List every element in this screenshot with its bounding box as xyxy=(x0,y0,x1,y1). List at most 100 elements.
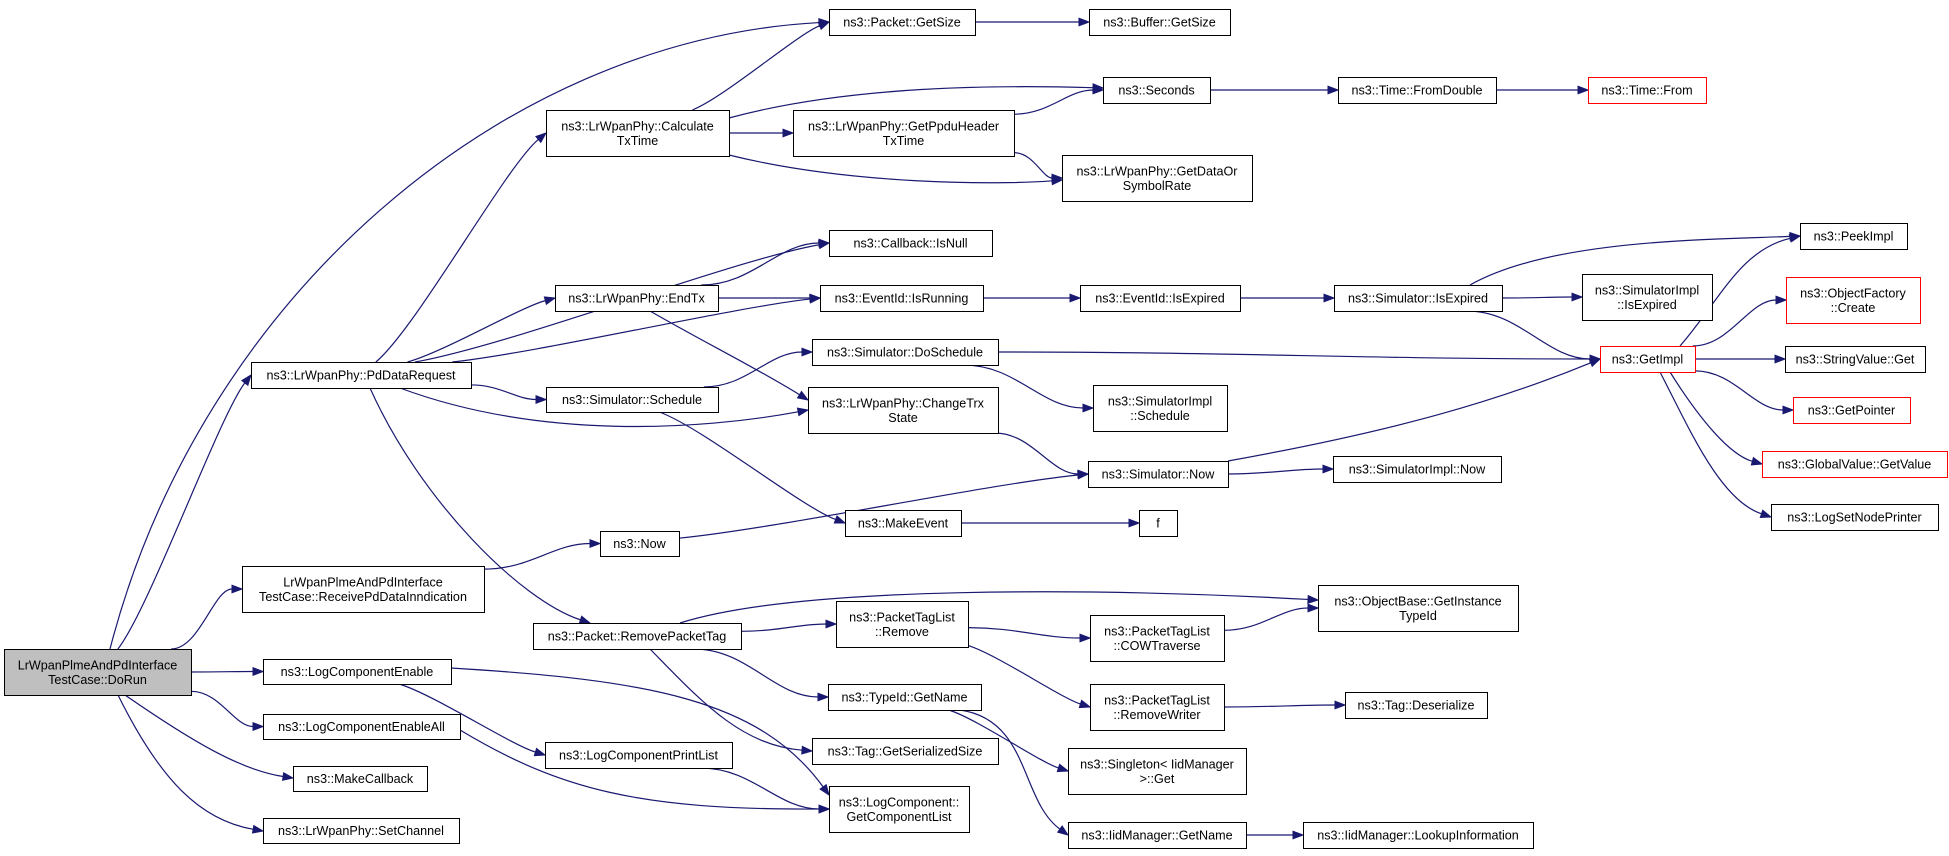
node-simImplNow[interactable]: ns3::SimulatorImpl::Now xyxy=(1333,456,1502,483)
node-now[interactable]: ns3::Now xyxy=(600,531,680,557)
node-peekImpl[interactable]: ns3::PeekImpl xyxy=(1800,223,1908,250)
node-typeGetName[interactable]: ns3::TypeId::GetName xyxy=(828,684,982,711)
node-isRunning[interactable]: ns3::EventId::IsRunning xyxy=(820,285,984,312)
node-makeCallback[interactable]: ns3::MakeCallback xyxy=(293,766,428,792)
edge-arrowhead xyxy=(825,619,838,629)
node-label: State xyxy=(888,411,917,425)
node-label: ns3::LogComponentEnable xyxy=(281,665,434,679)
edge-dorun-to-pdDataRequest xyxy=(117,373,252,650)
node-box xyxy=(829,230,993,257)
node-singletonGet[interactable]: ns3::Singleton< IidManager>::Get xyxy=(1068,748,1247,795)
node-cbIsNull[interactable]: ns3::Callback::IsNull xyxy=(829,230,993,257)
node-label: ns3::LogSetNodePrinter xyxy=(1787,511,1921,525)
node-getCompList[interactable]: ns3::LogComponent::GetComponentList xyxy=(829,786,970,833)
node-label: TestCase::ReceivePdDataInndication xyxy=(259,590,467,604)
node-box xyxy=(263,818,460,844)
node-strValGet[interactable]: ns3::StringValue::Get xyxy=(1785,346,1926,373)
node-label: ns3::PacketTagList xyxy=(1104,624,1210,638)
edge-dorun-to-logEnable xyxy=(190,666,265,677)
node-label: TxTime xyxy=(883,134,925,148)
node-label: ::IsExpired xyxy=(1617,298,1677,312)
node-box xyxy=(263,714,461,740)
edge-calcTxTime-to-getDataOr xyxy=(728,154,1064,186)
node-setChannel[interactable]: ns3::LrWpanPhy::SetChannel xyxy=(263,818,460,844)
node-globalGetValue[interactable]: ns3::GlobalValue::GetValue xyxy=(1762,451,1948,478)
edge-line xyxy=(678,474,1079,539)
edge-typeGetName-to-iidGetName xyxy=(959,709,1070,836)
node-getImpl[interactable]: ns3::GetImpl xyxy=(1600,346,1696,373)
node-box xyxy=(808,387,999,434)
node-doSchedule[interactable]: ns3::Simulator::DoSchedule xyxy=(812,339,999,366)
edge-line xyxy=(1694,370,1784,411)
node-label: ns3::Packet::GetSize xyxy=(843,16,961,30)
edge-removeTag-to-ptlRemove xyxy=(740,619,838,632)
node-label: ns3::LrWpanPhy::GetPpduHeader xyxy=(808,119,999,133)
node-logSetNodePrinter[interactable]: ns3::LogSetNodePrinter xyxy=(1771,504,1939,531)
edge-line xyxy=(1469,235,1791,286)
node-box xyxy=(1588,77,1707,104)
edge-line xyxy=(649,648,803,751)
node-simIsExpired[interactable]: ns3::Simulator::IsExpired xyxy=(1334,285,1503,312)
node-endTx[interactable]: ns3::LrWpanPhy::EndTx xyxy=(555,285,719,312)
node-box xyxy=(1582,274,1713,321)
edge-arrowhead xyxy=(1069,293,1082,303)
node-ptlRemove[interactable]: ns3::PacketTagList::Remove xyxy=(836,601,969,648)
node-label: ns3::EventId::IsExpired xyxy=(1095,292,1225,306)
edge-removeTag-to-typeGetName xyxy=(694,648,830,702)
node-removeWriter[interactable]: ns3::PacketTagList::RemoveWriter xyxy=(1090,684,1225,731)
node-fromDouble[interactable]: ns3::Time::FromDouble xyxy=(1338,77,1497,104)
node-cowTraverse[interactable]: ns3::PacketTagList::COWTraverse xyxy=(1090,615,1225,662)
node-simImplIsExpired[interactable]: ns3::SimulatorImpl::IsExpired xyxy=(1582,274,1713,321)
edge-doSchedule-to-simImplSchedule xyxy=(964,364,1095,413)
node-box xyxy=(1093,385,1228,432)
node-pdDataRequest[interactable]: ns3::LrWpanPhy::PdDataRequest xyxy=(251,362,472,389)
node-seconds[interactable]: ns3::Seconds xyxy=(1103,77,1211,104)
node-box xyxy=(1785,346,1926,373)
edge-arrowhead xyxy=(1092,85,1105,95)
node-simNow[interactable]: ns3::Simulator::Now xyxy=(1088,461,1229,488)
edge-arrowhead xyxy=(578,615,592,625)
node-label: GetComponentList xyxy=(846,810,952,824)
node-lookupInfo[interactable]: ns3::IidManager::LookupInformation xyxy=(1303,822,1534,849)
edge-line xyxy=(190,670,254,673)
node-logEnable[interactable]: ns3::LogComponentEnable xyxy=(263,659,452,685)
edge-arrowhead xyxy=(589,538,602,549)
node-pktGetSize[interactable]: ns3::Packet::GetSize xyxy=(829,9,976,36)
node-schedule[interactable]: ns3::Simulator::Schedule xyxy=(546,387,719,413)
node-box xyxy=(1080,285,1241,312)
node-tagDeserialize[interactable]: ns3::Tag::Deserialize xyxy=(1345,692,1488,719)
edge-arrowhead xyxy=(818,804,831,814)
node-logPrintList[interactable]: ns3::LogComponentPrintList xyxy=(545,742,733,769)
node-removeTag[interactable]: ns3::Packet::RemovePacketTag xyxy=(533,623,742,650)
node-logEnableAll[interactable]: ns3::LogComponentEnableAll xyxy=(263,714,461,740)
node-tagGetSerSize[interactable]: ns3::Tag::GetSerializedSize xyxy=(812,738,999,765)
edge-line xyxy=(375,138,539,363)
node-makeEvent[interactable]: ns3::MakeEvent xyxy=(845,510,962,537)
node-eventIsExpired[interactable]: ns3::EventId::IsExpired xyxy=(1080,285,1241,312)
node-label: ns3::PeekImpl xyxy=(1814,230,1894,244)
edge-arrowhead xyxy=(252,666,265,677)
node-label: LrWpanPlmeAndPdInterface xyxy=(283,575,443,589)
node-iidGetName[interactable]: ns3::IidManager::GetName xyxy=(1068,822,1247,849)
node-receivePd[interactable]: LrWpanPlmeAndPdInterfaceTestCase::Receiv… xyxy=(242,566,485,613)
node-objFactCreate[interactable]: ns3::ObjectFactory::Create xyxy=(1786,277,1921,324)
node-simImplSchedule[interactable]: ns3::SimulatorImpl::Schedule xyxy=(1093,385,1228,432)
edge-arrowhead xyxy=(1577,85,1590,95)
edge-arrowhead xyxy=(801,745,814,755)
edge-getPpdu-to-seconds xyxy=(1013,85,1105,115)
edge-arrowhead xyxy=(833,515,847,524)
node-f[interactable]: f xyxy=(1139,510,1178,537)
edge-arrowhead xyxy=(1307,594,1320,604)
edge-dorun-to-setChannel xyxy=(117,694,265,834)
node-getPointer[interactable]: ns3::GetPointer xyxy=(1793,397,1911,424)
edge-getImpl-to-getPointer xyxy=(1694,370,1795,415)
node-timeFrom[interactable]: ns3::Time::From xyxy=(1588,77,1707,104)
edge-line xyxy=(399,387,799,428)
node-bufGetSize[interactable]: ns3::Buffer::GetSize xyxy=(1089,9,1231,36)
